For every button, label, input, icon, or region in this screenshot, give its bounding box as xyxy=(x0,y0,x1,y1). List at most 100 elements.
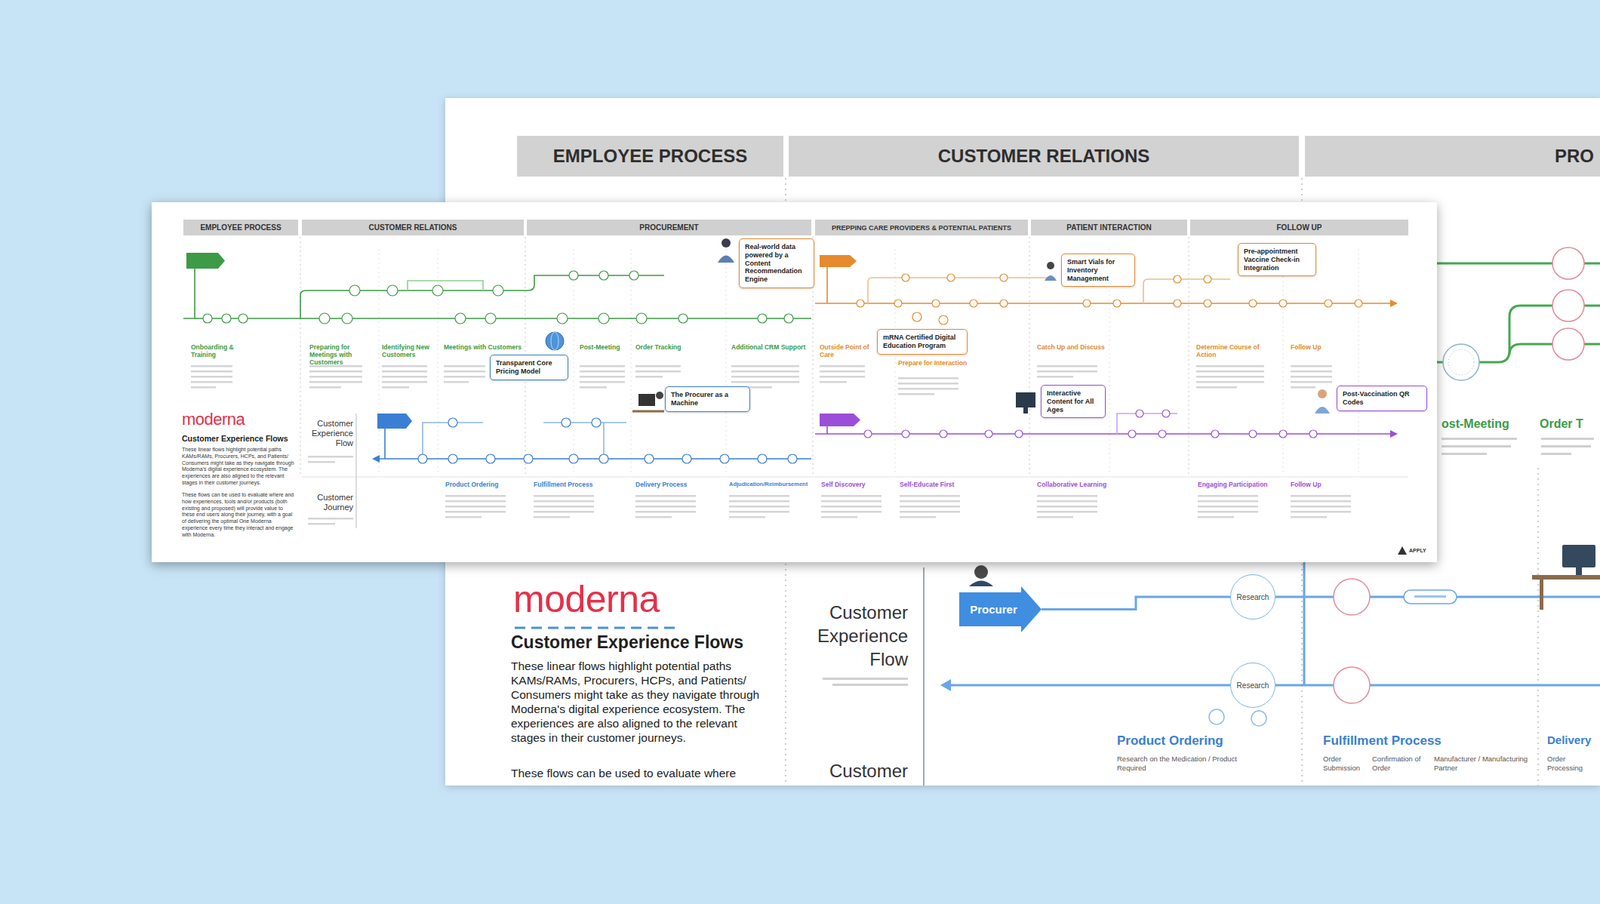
text-placeholder xyxy=(821,505,882,508)
text-placeholder xyxy=(1036,365,1098,368)
decor-shape xyxy=(378,249,380,476)
decor-shape xyxy=(545,332,564,351)
text-placeholder xyxy=(309,381,363,384)
decor-shape xyxy=(1537,467,1539,786)
decor-shape xyxy=(1333,578,1370,616)
flow-dot xyxy=(682,454,692,464)
flow-dot xyxy=(787,454,797,464)
text-placeholder xyxy=(1197,510,1259,514)
stage-title: Fulfillment Process xyxy=(533,480,617,489)
text-placeholder xyxy=(635,495,696,498)
stage-header-band: PREPPING CARE PROVIDERS & POTENTIAL PATI… xyxy=(815,219,1028,236)
text-placeholder xyxy=(1290,516,1327,519)
flow-dot xyxy=(1309,430,1317,438)
stage-header-band: PATIENT INTERACTION xyxy=(1030,219,1188,236)
callout-box: Pre-appointment Vaccine Check-in Integra… xyxy=(1237,243,1317,277)
flow-connector xyxy=(1041,596,1231,610)
decor-shape xyxy=(1251,710,1267,727)
decor-shape xyxy=(969,581,994,588)
decor-shape xyxy=(940,679,951,692)
flow-dot xyxy=(341,313,353,324)
text-placeholder xyxy=(579,386,607,389)
text-placeholder xyxy=(731,370,800,373)
decor-shape xyxy=(1441,452,1487,456)
flow-dot xyxy=(947,273,955,282)
text-placeholder xyxy=(1196,370,1265,373)
flow-dot xyxy=(418,454,428,464)
text-placeholder xyxy=(729,500,790,503)
text-placeholder xyxy=(1290,386,1316,389)
text-placeholder xyxy=(898,377,959,380)
decor-shape xyxy=(301,476,1409,478)
flow-dot xyxy=(720,454,730,464)
row-label: Customer Experience Flow xyxy=(802,600,908,672)
decor-shape xyxy=(1541,452,1572,456)
decor-shape xyxy=(1029,236,1031,476)
decor-shape xyxy=(1562,544,1596,568)
decor-shape xyxy=(573,249,575,476)
text-placeholder xyxy=(307,523,336,526)
decor-shape xyxy=(1390,430,1398,438)
stage-title: Catch Up and Discuss xyxy=(1036,343,1105,351)
text-placeholder xyxy=(445,510,506,514)
flow-dot xyxy=(569,270,579,280)
brand-mark: APPLY xyxy=(1409,547,1437,554)
text-placeholder xyxy=(821,510,882,514)
stage-header-band: PRO xyxy=(1304,135,1600,177)
flow-dot xyxy=(784,313,794,324)
decor-shape xyxy=(819,413,861,427)
text-placeholder xyxy=(1290,375,1333,379)
decor-shape xyxy=(1358,249,1360,476)
stage-title: Self Discovery xyxy=(821,480,893,489)
flow-dot xyxy=(569,454,579,464)
node-text: Procurer xyxy=(969,603,1018,616)
decor-shape xyxy=(815,426,1391,434)
decor-shape xyxy=(186,252,225,269)
decor-shape xyxy=(1397,546,1407,555)
stage-title: Identifying New Customers xyxy=(381,343,437,359)
text-placeholder xyxy=(1197,495,1259,498)
flow-dot xyxy=(901,273,910,282)
flow-dot xyxy=(485,313,496,324)
text-placeholder xyxy=(1036,516,1074,519)
text-placeholder xyxy=(190,381,233,384)
flow-dot xyxy=(238,313,248,324)
flow-circle: Research xyxy=(1230,662,1276,708)
persona-arrow-fill xyxy=(959,586,1042,633)
flow-dot xyxy=(629,270,639,280)
flow-dot xyxy=(556,313,568,324)
text-placeholder xyxy=(445,495,506,498)
flow-dot xyxy=(1083,299,1091,308)
node-text: CUSTOMER RELATIONS xyxy=(369,223,458,232)
flow-dot xyxy=(1203,275,1212,284)
text-placeholder xyxy=(381,386,410,389)
flow-dot xyxy=(561,418,571,428)
flow-dot xyxy=(448,454,458,464)
text-placeholder xyxy=(190,370,233,373)
stage-title: Collaborative Learning xyxy=(1036,480,1120,489)
flow-dot xyxy=(1173,275,1182,284)
text-placeholder xyxy=(898,393,935,396)
text-placeholder xyxy=(635,510,696,514)
decor-shape xyxy=(1143,279,1231,304)
body-text: These flows can be used to evaluate wher… xyxy=(181,492,296,539)
step-text: Confirmation of Order xyxy=(1372,754,1427,773)
decor-shape xyxy=(638,393,656,407)
text-placeholder xyxy=(821,495,882,498)
poster-title: Customer Experience Flows xyxy=(510,632,783,653)
stage-title: Outside Point of Care xyxy=(819,343,873,359)
flow-dot xyxy=(455,313,466,324)
text-placeholder xyxy=(1197,500,1259,503)
node-text: Transparent Core Pricing Model xyxy=(495,359,563,376)
node-text: EMPLOYEE PROCESS xyxy=(553,145,748,167)
callout-box: mRNA Certified Digital Education Program xyxy=(876,329,968,355)
decor-shape xyxy=(407,280,484,291)
decor-shape xyxy=(1541,445,1591,448)
text-placeholder xyxy=(1290,500,1351,503)
decor-shape xyxy=(1441,437,1517,440)
stage-title: Meetings with Customers xyxy=(443,343,527,351)
flow-dot xyxy=(932,299,940,308)
stage-title: Additional CRM Support xyxy=(731,343,807,351)
decor-shape xyxy=(422,422,627,459)
decor-shape xyxy=(822,677,908,680)
